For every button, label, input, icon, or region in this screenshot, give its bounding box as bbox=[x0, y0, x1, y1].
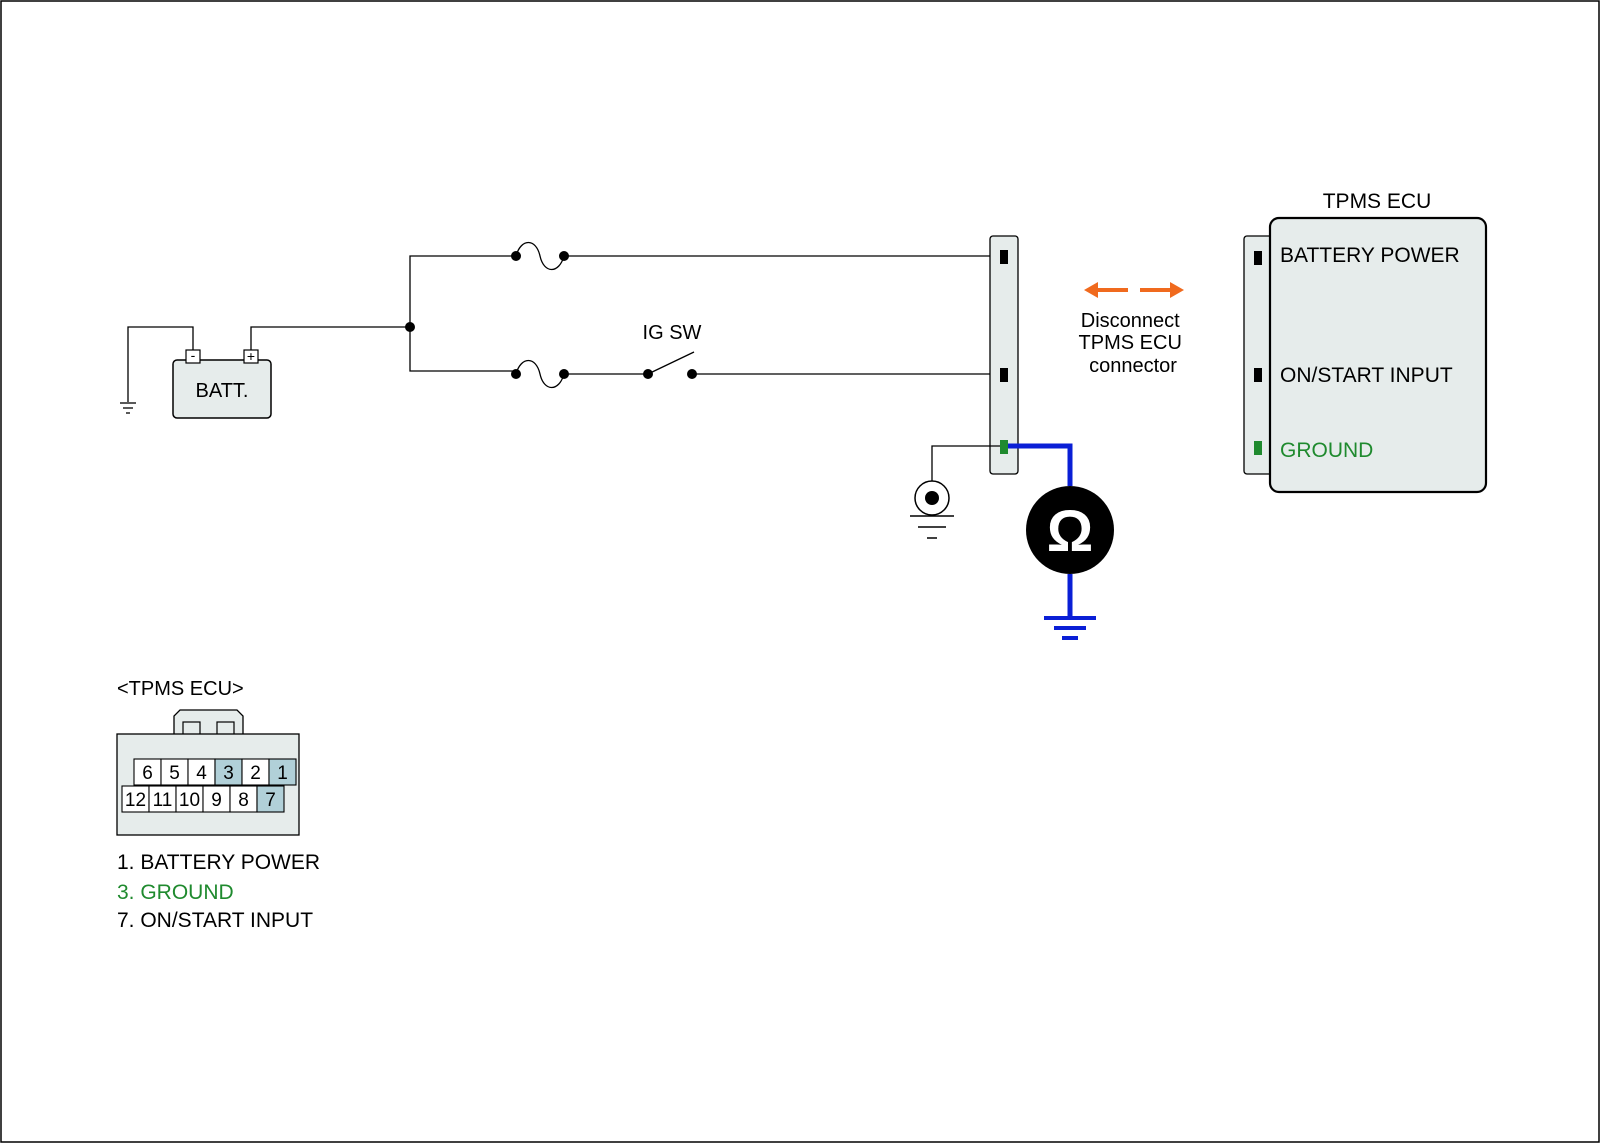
legend-item: 1. BATTERY POWER bbox=[117, 851, 320, 874]
fuse-icon bbox=[511, 241, 569, 271]
battery-positive-wire bbox=[250, 326, 410, 350]
harness-connector-body bbox=[989, 235, 1019, 475]
connector-pin-cell bbox=[256, 785, 285, 813]
connector-pin-number: 12 bbox=[125, 790, 146, 811]
battery-ground-wire bbox=[127, 326, 194, 402]
instruction-line: TPMS ECU bbox=[1079, 332, 1182, 354]
connector-pin-number: 9 bbox=[211, 790, 222, 811]
connector-pin-number: 11 bbox=[153, 790, 173, 811]
ecu-pin-on-start bbox=[1254, 368, 1262, 382]
meter-probe-lead bbox=[1008, 443, 1073, 486]
body-ground-icon bbox=[910, 480, 954, 539]
battery-body bbox=[172, 359, 272, 419]
connector-pin-cell bbox=[160, 758, 189, 786]
disconnect-instruction: Disconnect TPMS ECU connector bbox=[1079, 310, 1188, 377]
connector-pin-cell bbox=[241, 758, 270, 786]
connector-pin-cell bbox=[187, 758, 216, 786]
ohm-symbol: Ω bbox=[1047, 499, 1094, 564]
harness-connector bbox=[989, 235, 1019, 475]
instruction-line: connector bbox=[1089, 355, 1177, 377]
ecu-pin-label-ground: GROUND bbox=[1280, 439, 1373, 462]
chassis-ground-icon bbox=[120, 402, 136, 414]
connector-pin-number: 8 bbox=[238, 790, 249, 811]
battery-power-wire bbox=[409, 255, 516, 327]
instruction-line: Disconnect bbox=[1081, 310, 1180, 332]
harness-pin-battery bbox=[1000, 250, 1008, 264]
connector-pin-number: 4 bbox=[196, 763, 207, 784]
connector-pin-number: 2 bbox=[250, 763, 261, 784]
battery-positive-label: + bbox=[247, 348, 255, 364]
meter-ground-icon bbox=[1044, 616, 1096, 640]
ohmmeter-icon bbox=[1026, 486, 1114, 574]
ecu-pin-label: BATTERY POWER bbox=[1280, 244, 1460, 267]
connector-pin-cell bbox=[148, 785, 177, 813]
battery-negative-label: - bbox=[191, 347, 196, 363]
connector-pin-number: 7 bbox=[265, 790, 276, 811]
connector-pin-cell bbox=[133, 758, 162, 786]
fuse-icon bbox=[511, 359, 569, 389]
connector-pin-cell bbox=[214, 758, 243, 786]
legend-item: 7. ON/START INPUT bbox=[117, 909, 313, 932]
connector-pin-cell bbox=[202, 785, 231, 813]
tpms-ecu-unit: TPMS ECU BATTERY POWER ON/START INPUT GR… bbox=[1243, 190, 1488, 494]
on-start-wire bbox=[409, 327, 516, 372]
ecu-pin-battery bbox=[1254, 251, 1262, 265]
harness-pin-on-start bbox=[1000, 368, 1008, 382]
connector-pin-number: 10 bbox=[179, 790, 200, 811]
ecu-body bbox=[1268, 216, 1488, 494]
ignition-switch-label: IG SW bbox=[643, 322, 702, 344]
disconnect-arrows-icon bbox=[1084, 282, 1184, 298]
connector-view-title: <TPMS ECU> bbox=[117, 678, 244, 700]
ecu-pin-ground bbox=[1254, 441, 1262, 455]
ecu-pin-label: ON/START INPUT bbox=[1280, 364, 1453, 387]
connector-pin-number: 5 bbox=[169, 763, 180, 784]
harness-pin-ground bbox=[1000, 440, 1008, 454]
connector-pin-number: 1 bbox=[277, 763, 288, 784]
connector-pin-cell bbox=[175, 785, 204, 813]
battery-label: BATT. bbox=[196, 380, 249, 402]
battery: - + BATT. bbox=[172, 347, 272, 419]
connector-pin-number: 3 bbox=[223, 763, 234, 784]
ignition-switch-icon bbox=[643, 351, 697, 379]
pin-legend: 1. BATTERY POWER 3. GROUND 7. ON/START I… bbox=[117, 851, 320, 932]
connector-pin-cell bbox=[268, 758, 297, 786]
connector-pin-number: 6 bbox=[142, 763, 153, 784]
legend-item-ground: 3. GROUND bbox=[117, 881, 234, 904]
connector-pin-cell bbox=[229, 785, 258, 813]
ecu-title: TPMS ECU bbox=[1323, 190, 1432, 213]
